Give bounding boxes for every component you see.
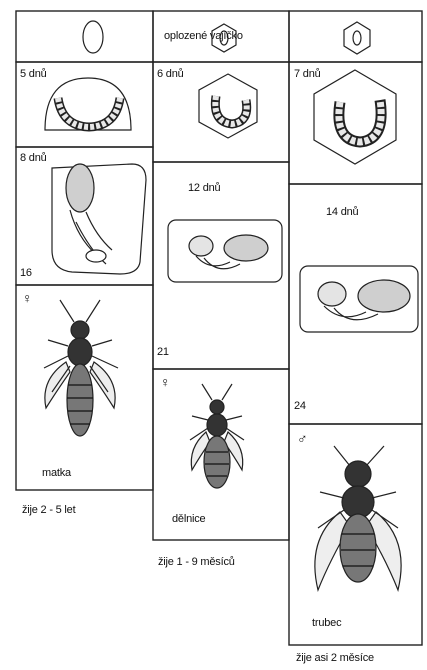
worker-larva-days: 6 dnů (157, 68, 184, 80)
drone-lifespan: žije asi 2 měsíce (296, 652, 374, 664)
drone-total-days: 24 (294, 400, 306, 412)
queen-lifespan: žije 2 - 5 let (22, 504, 75, 516)
queen-larva-days: 5 dnů (20, 68, 47, 80)
worker-pupa-days: 12 dnů (188, 182, 220, 194)
drone-pupa-days: 14 dnů (326, 206, 358, 218)
drone-bee-icon (315, 446, 401, 590)
egg-icon (83, 21, 103, 53)
egg-icon (353, 31, 361, 45)
female-symbol: ♀ (160, 374, 171, 390)
queen-bee-icon (44, 300, 118, 436)
drone-larva-days: 7 dnů (294, 68, 321, 80)
pupa-icon (224, 235, 268, 261)
queen-name: matka (42, 467, 71, 479)
male-symbol: ♂ (297, 430, 308, 446)
pupa-icon (66, 164, 94, 212)
worker-lifespan: žije 1 - 9 měsíců (158, 556, 235, 568)
queen-pupa-days: 8 dnů (20, 152, 47, 164)
pupa-icon (358, 280, 410, 312)
worker-total-days: 21 (157, 346, 169, 358)
worker-name: dělnice (172, 513, 205, 525)
female-symbol: ♀ (22, 290, 33, 306)
worker-bee-icon (190, 384, 244, 488)
queen-total-days: 16 (20, 267, 32, 279)
drone-name: trubec (312, 617, 341, 629)
fertilized-egg-label: oplozené vajíčko (164, 30, 243, 42)
